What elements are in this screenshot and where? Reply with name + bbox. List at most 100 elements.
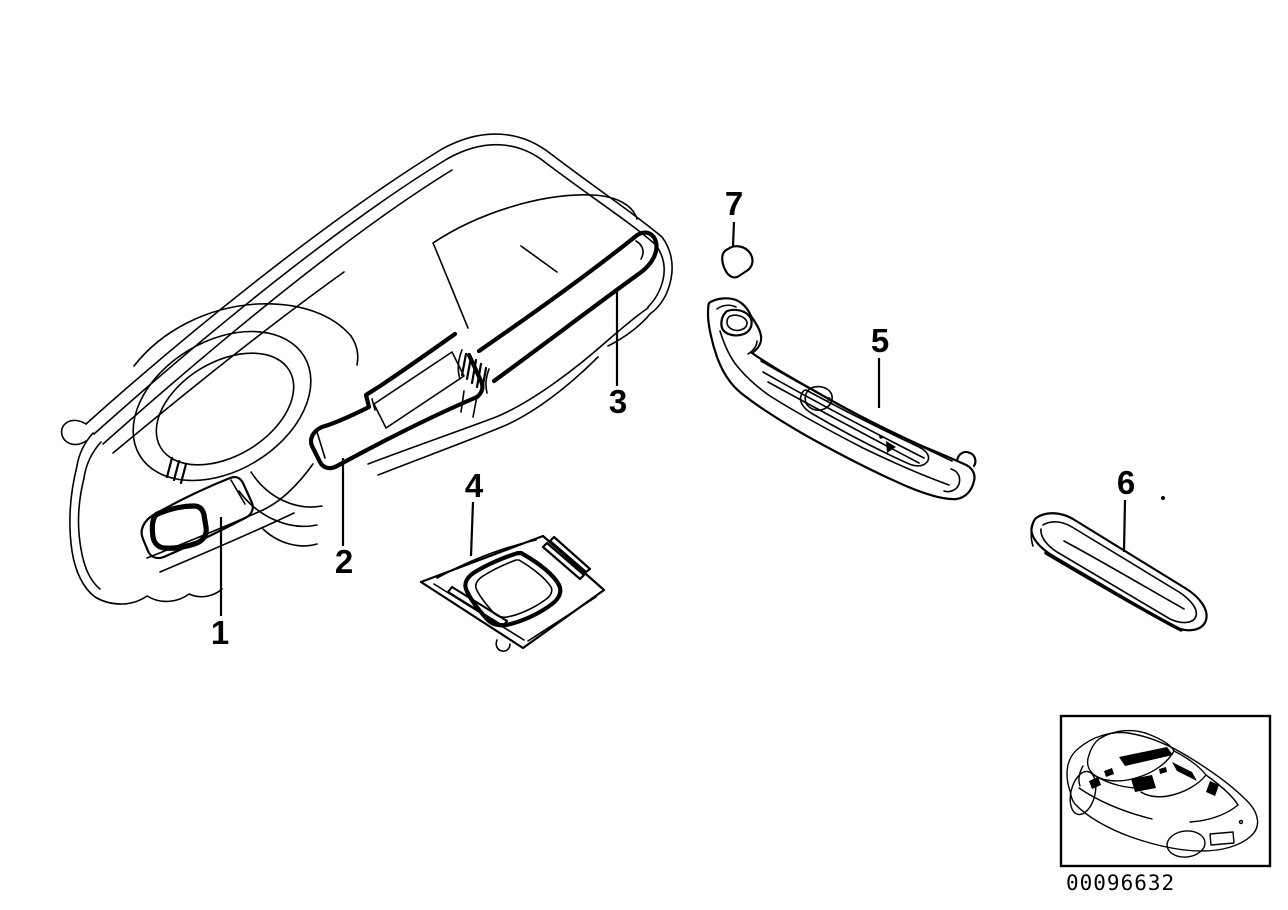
dash-right-edge [607, 313, 651, 347]
part5-dot-2 [879, 435, 883, 439]
dash-top-edge-3 [102, 169, 453, 445]
callouts: 1 2 3 4 5 6 7 [211, 185, 1135, 651]
cluster-hood-edge [350, 335, 359, 366]
knee-bolster-seam-3 [262, 463, 314, 511]
dash-left-side-inner [77, 477, 101, 590]
cluster-hatch-2 [172, 459, 181, 482]
dash-left-side [69, 465, 96, 598]
callout-label-4: 4 [465, 467, 484, 504]
part4-tab [495, 639, 511, 652]
part1-switch-opening [149, 503, 209, 551]
instrument-cluster-inner [155, 352, 295, 466]
car-badge [1238, 819, 1244, 825]
car-trim-mark-door-panel [1131, 775, 1156, 792]
car-trim-mark-dash [1119, 747, 1173, 766]
part2-left-cap-inner [316, 431, 326, 459]
a-pillar-line-1 [76, 432, 94, 467]
car-trim-mark-tick [1159, 767, 1167, 774]
cluster-hatch-1 [165, 456, 174, 479]
a-pillar-line-2 [83, 441, 102, 479]
part5-triangle-mark [886, 441, 896, 453]
part5-diag-2 [767, 381, 920, 464]
car-side-line [1078, 765, 1084, 787]
reflection-line [520, 245, 558, 273]
part2-right-cap [466, 352, 485, 400]
part2-outline [308, 331, 480, 471]
part6-speck [1161, 496, 1165, 500]
part3-band [476, 230, 659, 384]
car-trim-mark-right-quarter [1206, 781, 1219, 796]
cluster-hatch-3 [179, 462, 188, 485]
car-trim-mark-door-small [1089, 777, 1101, 789]
car-front-wheel [1069, 770, 1097, 816]
part-3-trim-strip-passenger [476, 230, 659, 384]
part4-shift-opening [463, 550, 563, 628]
part-1-trim-strip-left [140, 475, 254, 560]
dash-top-edge-2 [93, 143, 657, 435]
hatch-mark [460, 352, 468, 377]
part4-slot-1 [541, 541, 586, 581]
glovebox-seam-2 [377, 356, 599, 476]
part5-end-cap [943, 468, 961, 493]
part6-crease [1063, 540, 1185, 610]
callout-label-1: 1 [211, 614, 229, 651]
steering-column-1 [250, 471, 323, 508]
part-7-cover-cap [721, 245, 754, 279]
part5-handle-hole [720, 308, 753, 337]
dashboard-drawing [60, 133, 673, 605]
part4-outline [419, 534, 606, 650]
car-trim-mark-console [1172, 762, 1197, 781]
glovebox-seam-1 [367, 307, 649, 465]
part7-outline [721, 245, 754, 279]
callout-label-5: 5 [871, 322, 889, 359]
car-trim-mark-apillar [1104, 768, 1114, 777]
callout-leader-6 [1122, 499, 1127, 553]
steering-column-3 [262, 528, 318, 547]
part5-channel-ring [799, 389, 930, 467]
part-2-trim-strip-center [308, 331, 485, 471]
part5-handle-hole-inner [726, 314, 748, 332]
part6-left-cap [1030, 518, 1036, 547]
part5-diag-1 [762, 371, 925, 459]
callout-label-3: 3 [609, 383, 627, 420]
car-trunk-edge-2 [1189, 804, 1239, 823]
part1-end-cut [230, 479, 246, 505]
part4-slot-3 [446, 585, 509, 628]
part6-bottom-edge [1044, 551, 1183, 632]
part5-inner-2 [747, 340, 758, 355]
part5-inner-3 [760, 360, 953, 462]
car-plate-recess [1209, 831, 1235, 846]
steering-column-2 [238, 490, 318, 527]
car-rear-window [1140, 750, 1207, 798]
airbag-seam [432, 194, 638, 329]
dash-right-cap-inner [647, 244, 665, 308]
part4-inner-edge-2 [527, 596, 597, 642]
part5-end-tab [955, 450, 977, 468]
dash-right-cap [649, 236, 673, 315]
part5-mid-rect [804, 385, 833, 411]
part3-end-inner [635, 240, 644, 260]
callout-label-6: 6 [1117, 464, 1135, 501]
dash-bottom-wavy [94, 588, 223, 605]
car-thumbnail: 00096632 [1059, 714, 1272, 895]
car-trunk-edge-1 [1205, 774, 1239, 806]
car-rear-wheel [1166, 830, 1206, 858]
part5-inner-1 [716, 304, 737, 310]
car-roof [1086, 729, 1175, 782]
part-4-console-plate [419, 534, 606, 652]
part-number: 00096632 [1066, 871, 1175, 895]
dash-top-edge-4 [112, 271, 345, 454]
callout-label-2: 2 [335, 543, 353, 580]
part6-inner-line [1040, 521, 1198, 624]
part5-dot-1 [827, 397, 831, 401]
instrument-cluster-outer [132, 330, 312, 482]
callout-leader-4 [469, 501, 475, 557]
knee-bolster-seam-1 [146, 509, 264, 559]
callout-leader-7 [731, 221, 736, 247]
cluster-hood [133, 303, 352, 367]
car-door-line [1078, 787, 1153, 820]
part5-inner-4 [719, 330, 950, 486]
part5-outline [706, 297, 976, 501]
